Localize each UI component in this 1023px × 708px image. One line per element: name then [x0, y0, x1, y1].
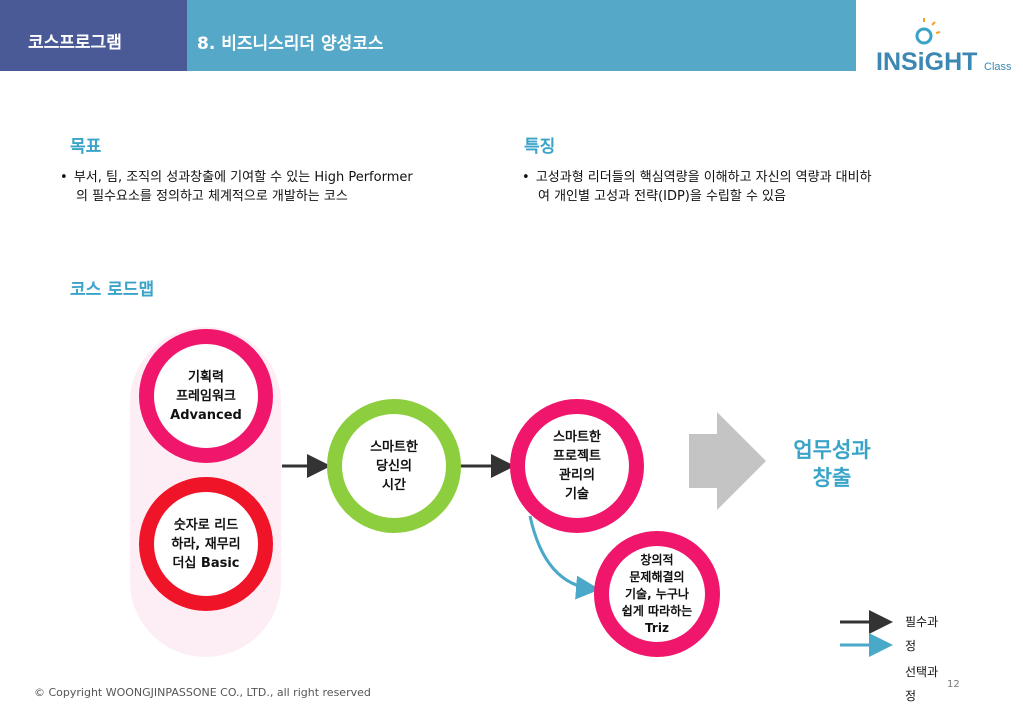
node-triz-line-5: Triz — [645, 620, 669, 635]
roadmap-heading: 코스 로드맵 — [70, 280, 155, 300]
logo-sub-text: Class — [984, 61, 1012, 73]
feature-line-1: 고성과형 리더들의 핵심역량을 이해하고 자신의 역량과 대비하 — [535, 170, 872, 185]
node-smart-project: 스마트한 프로젝트 관리의 기술 — [510, 399, 644, 533]
legend-elective-label: 선택과 정 — [905, 660, 938, 708]
node-time-line-3: 시간 — [382, 477, 406, 493]
node-numbers-line-3: 더십 Basic — [172, 555, 240, 571]
node-numbers-line-1: 숫자로 리드 — [173, 517, 239, 533]
result-chevron-icon — [689, 412, 766, 510]
goal-heading: 목표 — [70, 137, 102, 157]
insight-class-logo: INSiGHT Class — [876, 18, 1012, 74]
node-triz-line-2: 문제해결의 — [629, 569, 685, 584]
node-project-line-1: 스마트한 — [553, 430, 601, 445]
node-numbers-line-2: 하라, 재무리 — [171, 536, 241, 552]
legend-required-line-2: 정 — [905, 639, 917, 653]
node-triz-line-4: 쉽게 따라하는 — [621, 603, 693, 618]
feature-heading: 특징 — [524, 137, 556, 157]
arrow-project-to-triz — [528, 515, 600, 600]
goal-line-2: 의 필수요소를 정의하고 체계적으로 개발하는 코스 — [76, 189, 348, 204]
feature-bullet: • — [522, 170, 530, 185]
goal-bullet: • — [60, 170, 68, 185]
node-project-line-4: 기술 — [565, 487, 589, 502]
goal-description: • 부서, 팀, 조직의 성과창출에 기여할 수 있는 High Perform… — [60, 168, 500, 206]
legend-required-line-1: 필수과 — [905, 615, 939, 629]
node-time-line-2: 당신의 — [376, 458, 412, 474]
logo-text: INSiGHT — [876, 48, 977, 74]
node-triz-line-3: 기술, 누구나 — [625, 586, 689, 601]
result-label: 업무성과 창출 — [772, 436, 892, 492]
node-triz: 창의적 문제해결의 기술, 누구나 쉽게 따라하는 Triz — [594, 531, 720, 657]
legend-required-label: 필수과 정 — [905, 610, 938, 658]
node-time-line-1: 스마트한 — [370, 439, 418, 455]
node-smart-time: 스마트한 당신의 시간 — [327, 399, 461, 533]
node-framework-line-1: 기획력 — [188, 369, 224, 385]
node-framework-line-2: 프레임워크 — [176, 388, 236, 404]
header-title-bar — [187, 0, 856, 71]
copyright-footer: © Copyright WOONGJINPASSONE CO., LTD., a… — [34, 686, 371, 699]
page-title: 8. 비즈니스리더 양성코스 — [197, 34, 384, 54]
node-planning-framework: 기획력 프레임워크 Advanced — [139, 329, 273, 463]
node-framework-line-3: Advanced — [170, 407, 242, 423]
goal-line-1: 부서, 팀, 조직의 성과창출에 기여할 수 있는 High Performer — [73, 170, 413, 185]
node-project-line-3: 관리의 — [559, 468, 595, 483]
node-project-line-2: 프로젝트 — [553, 449, 601, 464]
header-section-bar — [0, 0, 187, 71]
result-line-2: 창출 — [812, 466, 852, 490]
node-triz-line-1: 창의적 — [640, 552, 674, 567]
feature-line-2: 여 개인별 고성과 전략(IDP)을 수립할 수 있음 — [538, 189, 786, 204]
page-number: 12 — [947, 679, 960, 690]
legend-elective-line-2: 정 — [905, 689, 917, 703]
legend-elective-line-1: 선택과 — [905, 665, 939, 679]
header-section-label: 코스프로그램 — [28, 33, 122, 53]
result-line-1: 업무성과 — [793, 438, 871, 462]
node-numbers-finance: 숫자로 리드 하라, 재무리 더십 Basic — [139, 477, 273, 611]
feature-description: • 고성과형 리더들의 핵심역량을 이해하고 자신의 역량과 대비하 여 개인별… — [522, 168, 992, 206]
